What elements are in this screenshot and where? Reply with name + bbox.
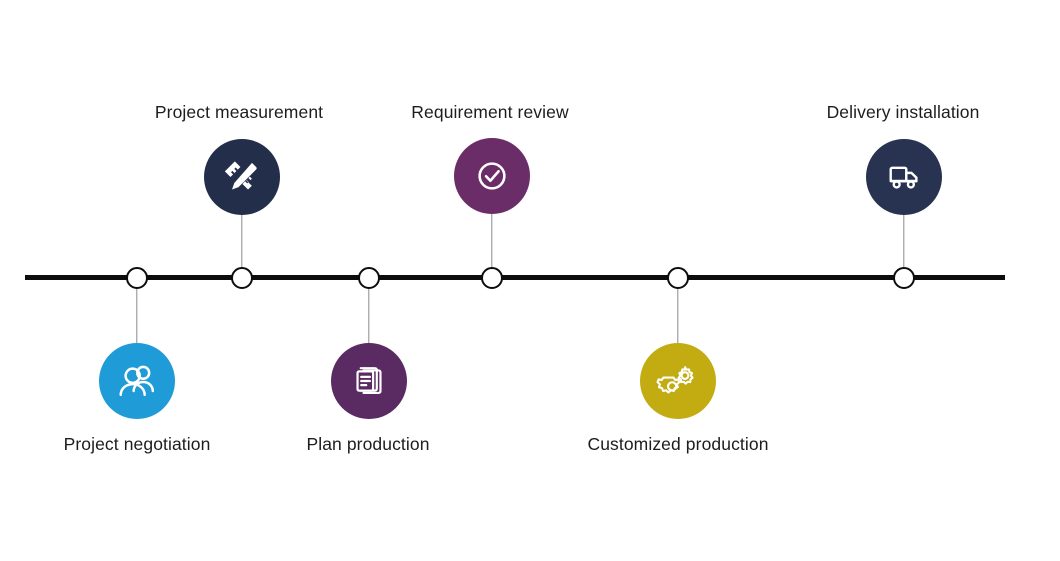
node-marker-requirement-review[interactable] [481,266,503,289]
label-project-negotiation: Project negotiation [63,434,211,454]
pencil-ruler-icon [220,155,264,199]
node-marker-delivery-installation[interactable] [893,266,915,289]
check-circle-icon [470,154,514,198]
label-delivery-installation: Delivery installation [826,102,980,122]
label-requirement-review: Requirement review [411,102,569,122]
icon-disc-delivery-installation[interactable] [866,139,942,215]
people-group-icon [114,358,160,404]
stem-project-measurement [241,214,243,268]
node-marker-customized-production[interactable] [667,266,689,289]
label-plan-production: Plan production [306,434,430,454]
stem-plan-production [368,289,370,344]
label-project-measurement: Project measurement [154,102,324,122]
timeline-axis [25,275,1005,280]
documents-icon [347,359,391,403]
node-marker-plan-production[interactable] [358,266,380,289]
delivery-truck-icon [882,155,926,199]
stem-delivery-installation [903,214,905,268]
icon-disc-requirement-review[interactable] [454,138,530,214]
stem-project-negotiation [136,289,138,344]
icon-disc-customized-production[interactable] [640,343,716,419]
node-marker-project-measurement[interactable] [231,266,253,289]
icon-disc-plan-production[interactable] [331,343,407,419]
stem-customized-production [677,289,679,344]
label-customized-production: Customized production [587,434,769,454]
node-marker-project-negotiation[interactable] [126,266,148,289]
stem-requirement-review [491,214,493,268]
gears-icon [655,358,701,404]
icon-disc-project-measurement[interactable] [204,139,280,215]
icon-disc-project-negotiation[interactable] [99,343,175,419]
